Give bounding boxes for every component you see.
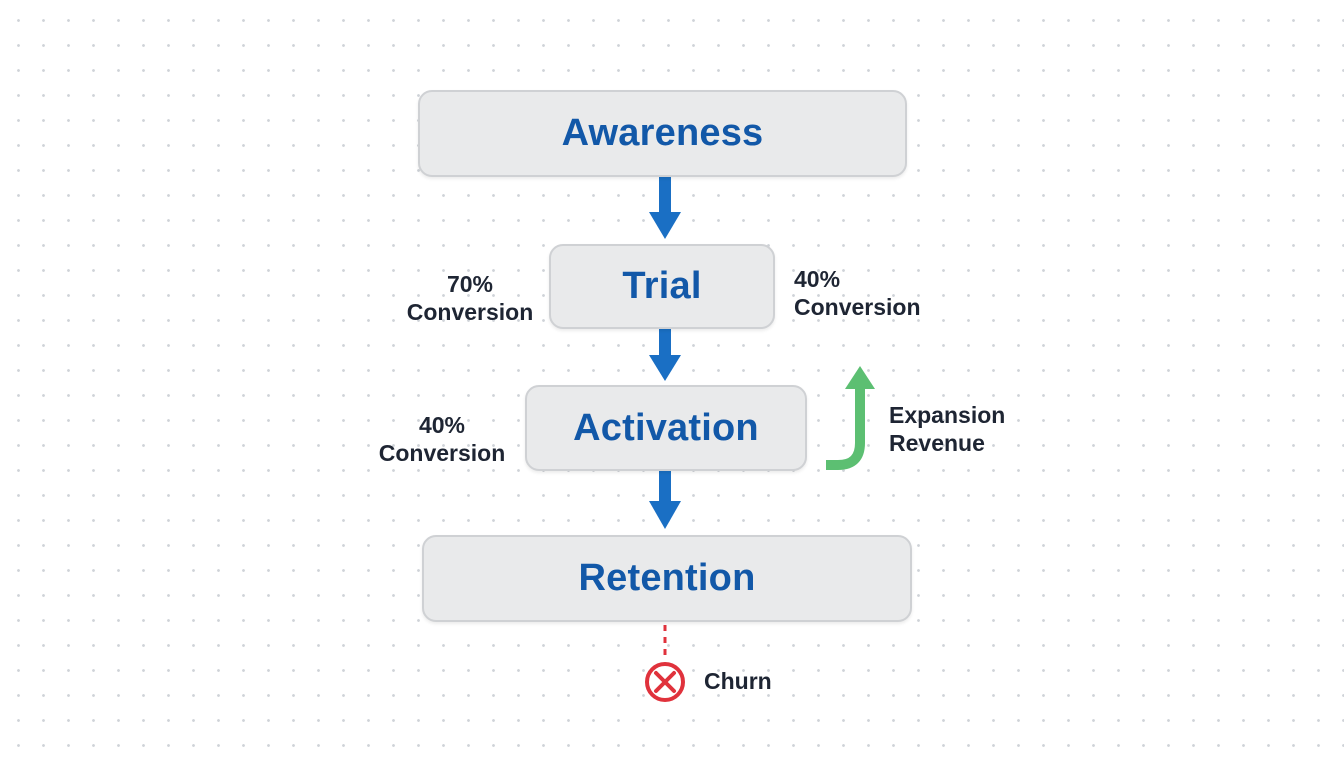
churn-label: Churn: [704, 668, 772, 694]
activation-left-percent: 40%: [418, 412, 466, 438]
stage-awareness-label: Awareness: [561, 112, 764, 154]
flow-arrow-trial-activation: [649, 329, 681, 381]
trial-left-conversion: 70% Conversion: [400, 270, 540, 326]
x-circle-icon: [645, 662, 685, 702]
expansion-revenue: Expansion Revenue: [889, 401, 1049, 457]
stage-trial-label: Trial: [622, 265, 702, 307]
stage-retention: Retention: [422, 535, 912, 622]
stage-trial: Trial: [549, 244, 775, 329]
trial-left-percent: 70%: [446, 271, 494, 297]
trial-left-label: Conversion: [406, 299, 534, 325]
stage-retention-label: Retention: [578, 557, 756, 599]
expansion-line1: Expansion: [889, 402, 1006, 428]
flow-arrow-activation-retention: [649, 471, 681, 529]
trial-right-conversion: 40% Conversion: [794, 265, 954, 321]
expansion-line2: Revenue: [889, 430, 985, 456]
trial-right-percent: 40%: [794, 266, 841, 292]
trial-right-label: Conversion: [794, 294, 921, 320]
activation-left-label: Conversion: [378, 440, 506, 466]
activation-left-conversion: 40% Conversion: [372, 411, 512, 467]
stage-activation: Activation: [525, 385, 807, 471]
stage-awareness: Awareness: [418, 90, 907, 177]
stage-activation-label: Activation: [573, 406, 759, 449]
flow-arrow-awareness-trial: [649, 177, 681, 239]
curved-up-arrow-icon: [826, 366, 875, 470]
